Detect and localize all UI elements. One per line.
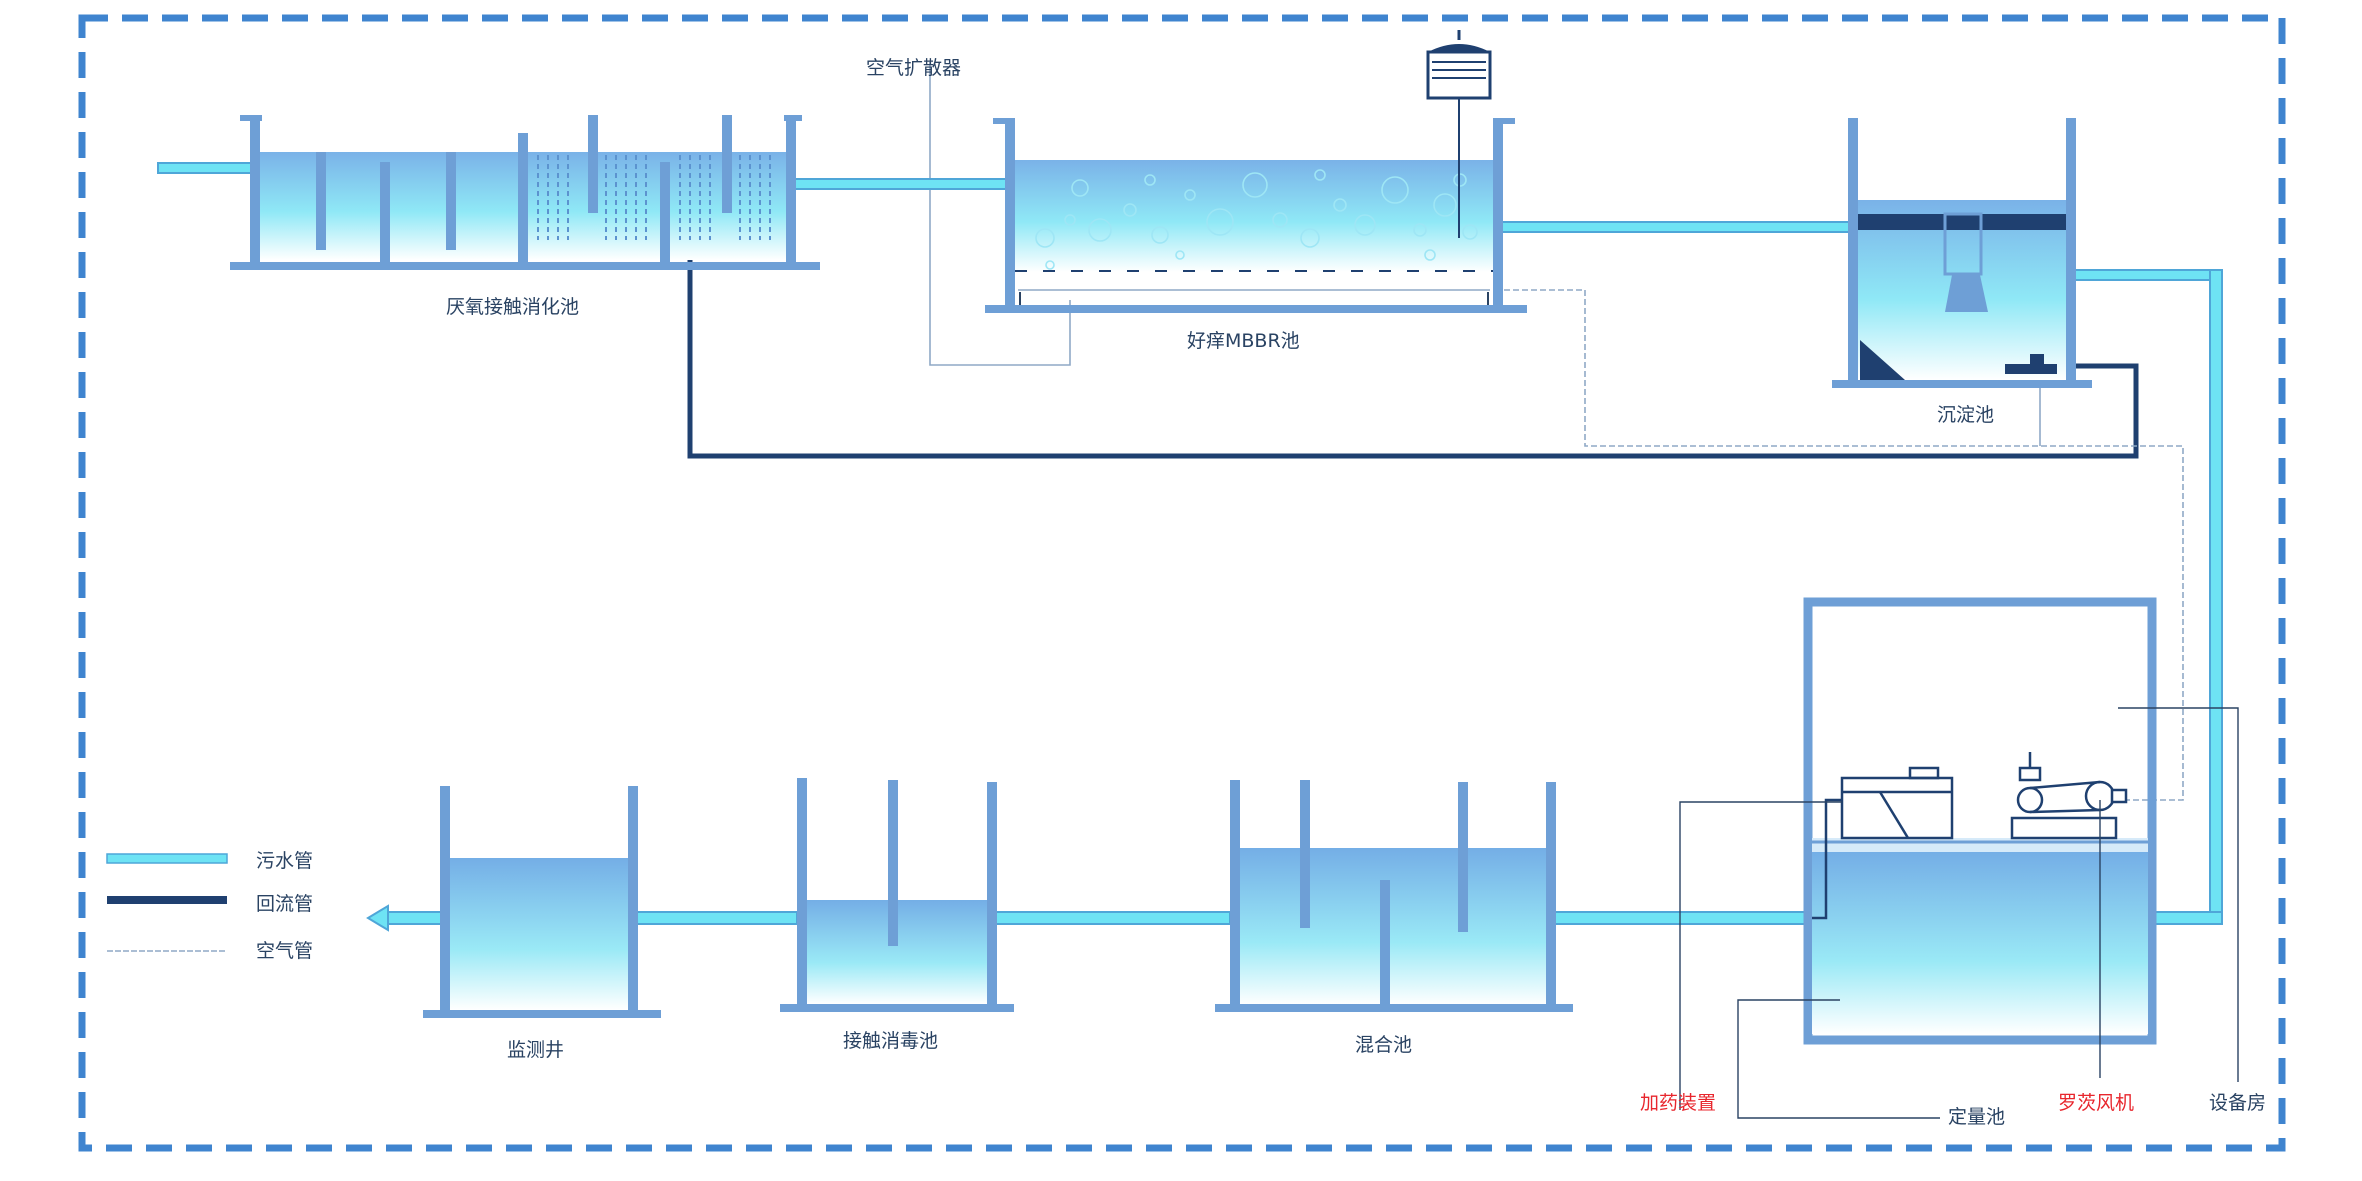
dosing-tank-label: 定量池	[1948, 1106, 2006, 1128]
monitoring-well-label: 监测井	[507, 1039, 565, 1061]
mixer-motor	[1426, 30, 1492, 238]
monitoring-well	[423, 786, 661, 1018]
mixing-tank	[1215, 780, 1573, 1012]
contact-disinfection-tank	[780, 778, 1014, 1012]
air-diffuser-label: 空气扩散器	[866, 57, 962, 79]
roots-blower-label: 罗茨风机	[2058, 1092, 2135, 1114]
dosing-device-machine	[1812, 766, 1954, 920]
contact-disinfection-tank-label: 接触消毒池	[843, 1030, 939, 1052]
sedimentation-tank-label: 沉淀池	[1937, 404, 1995, 426]
sedimentation-tank	[1832, 118, 2092, 388]
mixing-tank-label: 混合池	[1355, 1034, 1413, 1056]
legend	[106, 853, 228, 952]
air-pipe-lines	[929, 62, 2184, 801]
legend-sewage-swatch	[106, 853, 228, 864]
return-pipe	[687, 260, 2139, 459]
equipment-room-label: 设备房	[2209, 1092, 2267, 1114]
mbbr-tank-label: 好痒MBBR池	[1187, 330, 1300, 352]
roots-blower-machine	[2010, 752, 2128, 840]
leader-lines	[1679, 707, 2239, 1119]
mbbr-tank	[985, 30, 1527, 313]
anaerobic-tank	[230, 115, 820, 270]
sewage-pipes	[157, 162, 2223, 932]
legend-air-label: 空气管	[256, 940, 314, 962]
legend-return-swatch	[107, 896, 227, 904]
system-boundary	[78, 14, 2286, 1152]
anaerobic-tank-label: 厌氧接触消化池	[446, 296, 580, 318]
legend-sewage-label: 污水管	[256, 850, 314, 872]
dosing-device-label: 加药装置	[1640, 1092, 1717, 1114]
equipment-room	[1803, 597, 2157, 1045]
legend-return-label: 回流管	[256, 893, 314, 915]
